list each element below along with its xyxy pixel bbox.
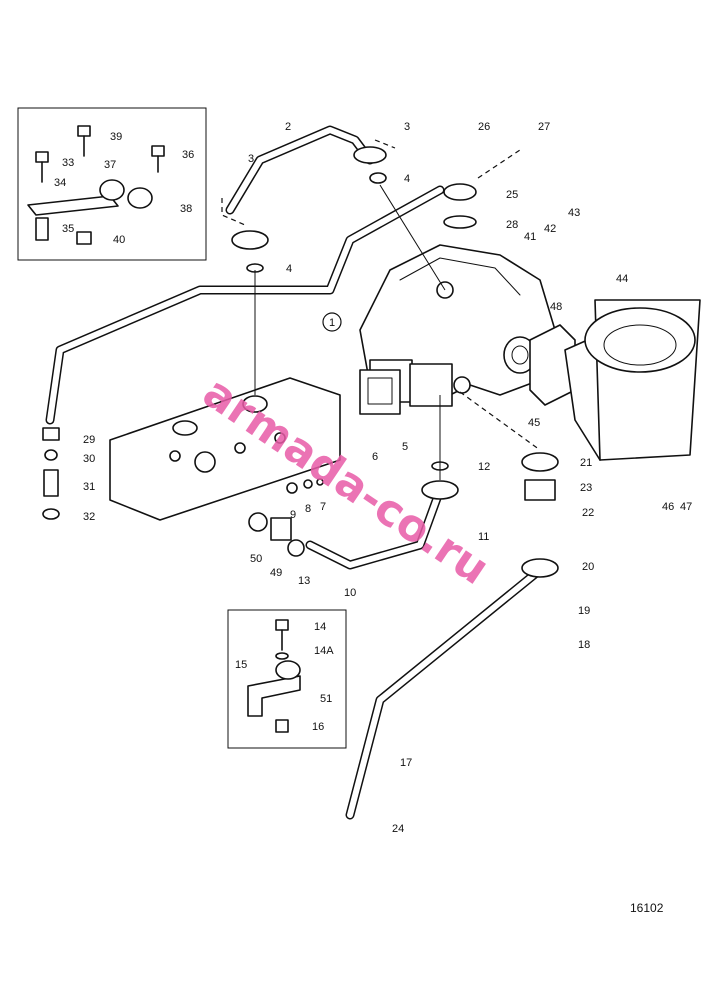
- exhaust-elbow: [529, 299, 701, 461]
- pipe-10: [305, 485, 445, 570]
- part-label-16: 16: [312, 721, 324, 733]
- pipe-2: [225, 125, 375, 215]
- part-label-40: 40: [113, 234, 125, 246]
- part-label-3a: 3: [404, 121, 410, 133]
- part-label-33: 33: [62, 157, 74, 169]
- part-label-2: 2: [285, 121, 291, 133]
- part-label-49: 49: [270, 567, 282, 579]
- guide-line-4b: [379, 184, 446, 291]
- callout-circle-1: [322, 312, 342, 332]
- part-label-48: 48: [550, 301, 562, 313]
- part-label-21: 21: [580, 457, 592, 469]
- part-label-5: 5: [402, 441, 408, 453]
- part-label-23: 23: [580, 482, 592, 494]
- pipe-17: [345, 565, 545, 820]
- part-label-34: 34: [54, 177, 66, 189]
- part-label-4b: 4: [286, 263, 292, 275]
- part-label-28: 28: [506, 219, 518, 231]
- part-label-11: 11: [478, 531, 489, 543]
- part-label-46: 46: [662, 501, 674, 513]
- part-label-37: 37: [104, 159, 116, 171]
- pipe-long-upper: [45, 185, 445, 425]
- exhaust-manifold: [109, 377, 341, 521]
- dashed-line-b: [374, 139, 396, 149]
- part-label-15: 15: [235, 659, 247, 671]
- part-label-39: 39: [110, 131, 122, 143]
- dashed-line-d: [459, 391, 541, 451]
- inset-bottom-parts-drawing: [247, 619, 301, 733]
- part-label-3b: 3: [248, 153, 254, 165]
- part-label-36: 36: [182, 149, 194, 161]
- part-label-22: 22: [582, 507, 594, 519]
- part-label-38: 38: [180, 203, 192, 215]
- gasket-5: [359, 369, 401, 415]
- part-label-43: 43: [568, 207, 580, 219]
- part-label-42: 42: [544, 223, 556, 235]
- part-label-17: 17: [400, 757, 412, 769]
- part-label-18: 18: [578, 639, 590, 651]
- inset-box-top: [17, 107, 207, 261]
- part-label-26: 26: [478, 121, 490, 133]
- part-label-45: 45: [528, 417, 540, 429]
- part-label-31: 31: [83, 481, 95, 493]
- part-label-25: 25: [506, 189, 518, 201]
- part-label-7: 7: [320, 501, 326, 513]
- callout-1-label: 1: [329, 317, 335, 329]
- part-label-8: 8: [305, 503, 311, 515]
- figure-number: 16102: [630, 901, 664, 915]
- inset-box-bottom: [227, 609, 347, 749]
- part-label-44: 44: [616, 273, 628, 285]
- part-label-47: 47: [680, 501, 692, 513]
- part-label-35: 35: [62, 223, 74, 235]
- part-label-41: 41: [524, 231, 536, 243]
- part-label-9: 9: [290, 509, 296, 521]
- part-label-27: 27: [538, 121, 550, 133]
- part-label-32: 32: [83, 511, 95, 523]
- part-label-30: 30: [83, 453, 95, 465]
- part-label-10: 10: [344, 587, 356, 599]
- part-label-20: 20: [582, 561, 594, 573]
- part-label-14: 14: [314, 621, 326, 633]
- part-label-4a: 4: [404, 173, 410, 185]
- fittings-left: [42, 427, 324, 557]
- part-label-14a: 14A: [314, 645, 334, 657]
- part-label-19: 19: [578, 605, 590, 617]
- part-label-12: 12: [478, 461, 490, 473]
- part-label-13: 13: [298, 575, 310, 587]
- inset-top-parts-drawing: [27, 125, 165, 245]
- part-label-51: 51: [320, 693, 332, 705]
- part-label-29: 29: [83, 434, 95, 446]
- dashed-line-c: [477, 149, 521, 179]
- part-label-50: 50: [250, 553, 262, 565]
- part-label-6: 6: [372, 451, 378, 463]
- part-label-24: 24: [392, 823, 404, 835]
- flange-parts: [231, 146, 559, 578]
